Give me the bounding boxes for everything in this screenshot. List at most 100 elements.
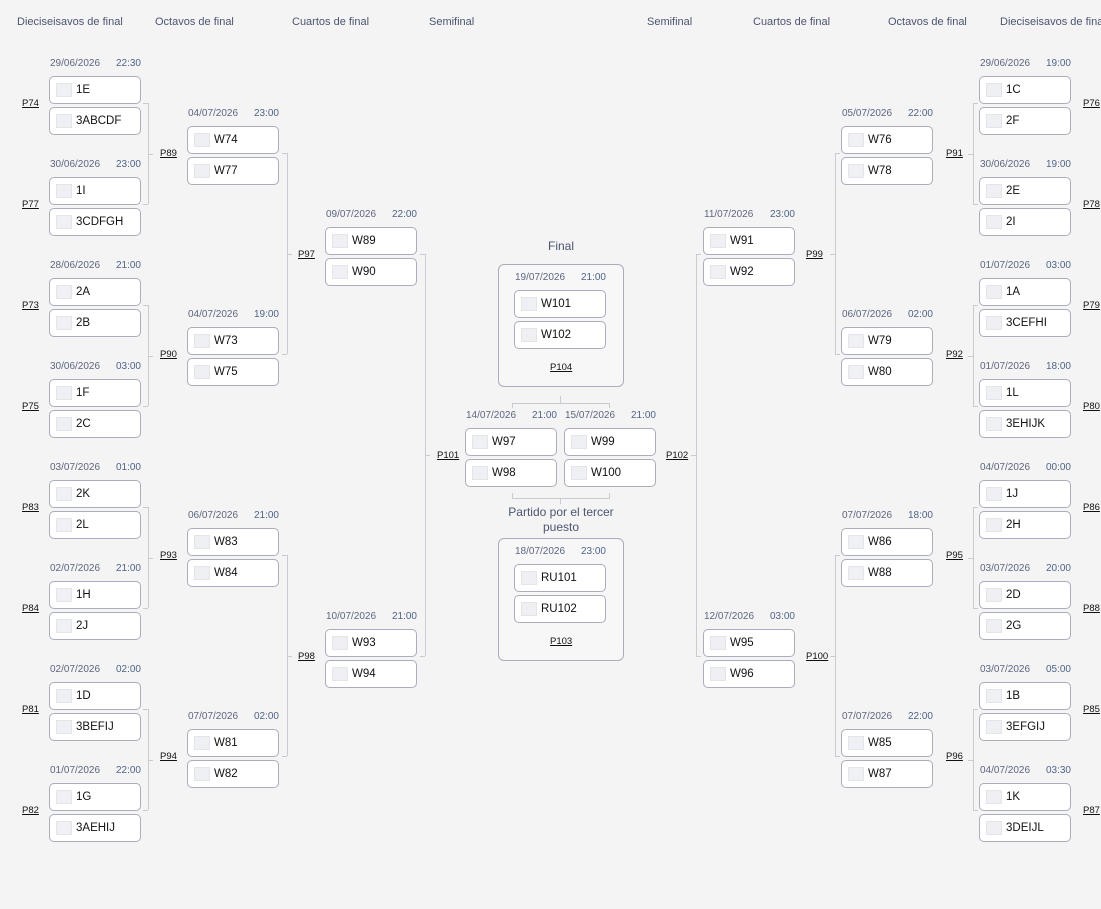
team-slot[interactable]: RU102 — [514, 595, 606, 623]
team-slot[interactable]: W75 — [187, 358, 279, 386]
team-slot[interactable]: W76 — [841, 126, 933, 154]
team-slot[interactable]: 2I — [979, 208, 1071, 236]
third-place-title: Partido por el tercer puesto — [508, 505, 614, 534]
team-slot[interactable]: W100 — [564, 459, 656, 487]
match-number-link[interactable]: P80 — [1083, 401, 1100, 412]
match-number-link[interactable]: P104 — [550, 362, 573, 373]
match-number-link[interactable]: P89 — [160, 148, 177, 159]
match-number-link[interactable]: P83 — [22, 502, 39, 513]
match-number-link[interactable]: P82 — [22, 805, 39, 816]
match-number-link[interactable]: P84 — [22, 603, 39, 614]
team-slot[interactable]: 3AEHIJ — [49, 814, 141, 842]
team-slot[interactable]: W98 — [465, 459, 557, 487]
team-slot[interactable]: 2G — [979, 612, 1071, 640]
match-number-link[interactable]: P95 — [946, 550, 963, 561]
match-number-link[interactable]: P75 — [22, 401, 39, 412]
team-slot[interactable]: 3EHIJK — [979, 410, 1071, 438]
team-name: 2H — [1006, 519, 1021, 531]
team-slot[interactable]: 3CDFGH — [49, 208, 141, 236]
team-slot[interactable]: W99 — [564, 428, 656, 456]
team-slot[interactable]: 3DEIJL — [979, 814, 1071, 842]
team-slot[interactable]: 1H — [49, 581, 141, 609]
team-slot[interactable]: 1A — [979, 278, 1071, 306]
team-slot[interactable]: 1G — [49, 783, 141, 811]
team-slot[interactable]: 1C — [979, 76, 1071, 104]
team-slot[interactable]: W84 — [187, 559, 279, 587]
team-slot[interactable]: 2L — [49, 511, 141, 539]
team-slot[interactable]: W79 — [841, 327, 933, 355]
match-number-link[interactable]: P93 — [160, 550, 177, 561]
match-number-link[interactable]: P92 — [946, 349, 963, 360]
team-slot[interactable]: W82 — [187, 760, 279, 788]
match-number-link[interactable]: P103 — [550, 636, 573, 647]
team-slot[interactable]: W92 — [703, 258, 795, 286]
match-number-link[interactable]: P99 — [806, 249, 823, 260]
team-slot[interactable]: W87 — [841, 760, 933, 788]
match-number-link[interactable]: P101 — [437, 450, 460, 461]
match-number-link[interactable]: P91 — [946, 148, 963, 159]
match-number-link[interactable]: P87 — [1083, 805, 1100, 816]
team-slot[interactable]: W85 — [841, 729, 933, 757]
team-slot[interactable]: 3CEFHI — [979, 309, 1071, 337]
team-slot[interactable]: W97 — [465, 428, 557, 456]
flag-icon — [332, 667, 348, 681]
team-slot[interactable]: W74 — [187, 126, 279, 154]
match-number-link[interactable]: P90 — [160, 349, 177, 360]
team-slot[interactable]: 1K — [979, 783, 1071, 811]
team-slot[interactable]: 2J — [49, 612, 141, 640]
team-slot[interactable]: W101 — [514, 290, 606, 318]
flag-icon — [56, 689, 72, 703]
match-number-link[interactable]: P78 — [1083, 199, 1100, 210]
match-number-link[interactable]: P81 — [22, 704, 39, 715]
team-slot[interactable]: 2E — [979, 177, 1071, 205]
team-slot[interactable]: 2C — [49, 410, 141, 438]
team-slot[interactable]: 1E — [49, 76, 141, 104]
team-slot[interactable]: 2F — [979, 107, 1071, 135]
team-slot[interactable]: W83 — [187, 528, 279, 556]
team-slot[interactable]: W90 — [325, 258, 417, 286]
team-slot[interactable]: 1J — [979, 480, 1071, 508]
team-slot[interactable]: RU101 — [514, 564, 606, 592]
match-number-link[interactable]: P98 — [298, 651, 315, 662]
match-number-link[interactable]: P74 — [22, 98, 39, 109]
match-number-link[interactable]: P96 — [946, 751, 963, 762]
team-slot[interactable]: W80 — [841, 358, 933, 386]
match-number-link[interactable]: P76 — [1083, 98, 1100, 109]
match-number-link[interactable]: P88 — [1083, 603, 1100, 614]
team-slot[interactable]: W89 — [325, 227, 417, 255]
match-number-link[interactable]: P85 — [1083, 704, 1100, 715]
team-slot[interactable]: 2H — [979, 511, 1071, 539]
team-slot[interactable]: W81 — [187, 729, 279, 757]
match-number-link[interactable]: P77 — [22, 199, 39, 210]
team-slot[interactable]: 2K — [49, 480, 141, 508]
team-slot[interactable]: 1I — [49, 177, 141, 205]
team-slot[interactable]: W77 — [187, 157, 279, 185]
team-slot[interactable]: W102 — [514, 321, 606, 349]
team-slot[interactable]: 1F — [49, 379, 141, 407]
team-slot[interactable]: 3ABCDF — [49, 107, 141, 135]
team-slot[interactable]: 1D — [49, 682, 141, 710]
match-number-link[interactable]: P97 — [298, 249, 315, 260]
match-number-link[interactable]: P86 — [1083, 502, 1100, 513]
match-number-link[interactable]: P79 — [1083, 300, 1100, 311]
team-slot[interactable]: W96 — [703, 660, 795, 688]
team-slot[interactable]: 3BEFIJ — [49, 713, 141, 741]
match-number-link[interactable]: P102 — [666, 450, 689, 461]
team-slot[interactable]: W86 — [841, 528, 933, 556]
match-number-link[interactable]: P100 — [806, 651, 829, 662]
team-slot[interactable]: W78 — [841, 157, 933, 185]
match-number-link[interactable]: P94 — [160, 751, 177, 762]
team-slot[interactable]: 2B — [49, 309, 141, 337]
team-slot[interactable]: 1B — [979, 682, 1071, 710]
team-slot[interactable]: W95 — [703, 629, 795, 657]
team-slot[interactable]: W91 — [703, 227, 795, 255]
team-slot[interactable]: 2D — [979, 581, 1071, 609]
match-number-link[interactable]: P73 — [22, 300, 39, 311]
team-slot[interactable]: W94 — [325, 660, 417, 688]
team-slot[interactable]: W73 — [187, 327, 279, 355]
team-slot[interactable]: 1L — [979, 379, 1071, 407]
team-slot[interactable]: W93 — [325, 629, 417, 657]
team-slot[interactable]: 3EFGIJ — [979, 713, 1071, 741]
team-slot[interactable]: W88 — [841, 559, 933, 587]
team-slot[interactable]: 2A — [49, 278, 141, 306]
